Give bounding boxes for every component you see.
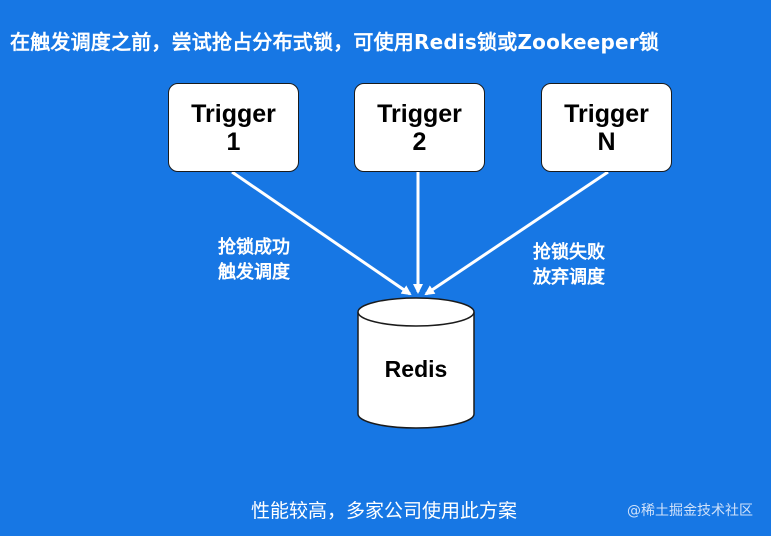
edge-label-line: 抢锁成功 [218,237,290,258]
arrow-trigger-1-to-redis [231,170,412,296]
edge-label-line: 放弃调度 [533,267,605,288]
page-title: 在触发调度之前，尝试抢占分布式锁，可使用Redis锁或Zookeeper锁 [10,30,660,54]
trigger-node-title: Trigger [191,99,276,128]
edge-label-line: 抢锁失败 [533,242,605,263]
edge-label-lock-fail: 抢锁失败 放弃调度 [533,240,605,290]
edge-label-lock-success: 抢锁成功 触发调度 [218,235,290,285]
trigger-node-title: Trigger [377,99,462,128]
trigger-node-id: 1 [226,127,241,156]
trigger-node-id: 2 [412,127,427,156]
trigger-node-n: Trigger N [541,83,672,172]
database-label: Redis [384,356,448,382]
arrow-trigger-n-to-redis [424,170,609,296]
footer-note: 性能较高，多家公司使用此方案 [251,500,518,522]
trigger-node-id: N [597,127,616,156]
watermark: @稀土掘金技术社区 [627,503,753,519]
database-cylinder-icon [357,297,475,429]
trigger-node-1: Trigger 1 [168,83,299,172]
trigger-node-title: Trigger [564,99,649,128]
edge-label-line: 触发调度 [218,262,290,283]
trigger-node-2: Trigger 2 [354,83,485,172]
